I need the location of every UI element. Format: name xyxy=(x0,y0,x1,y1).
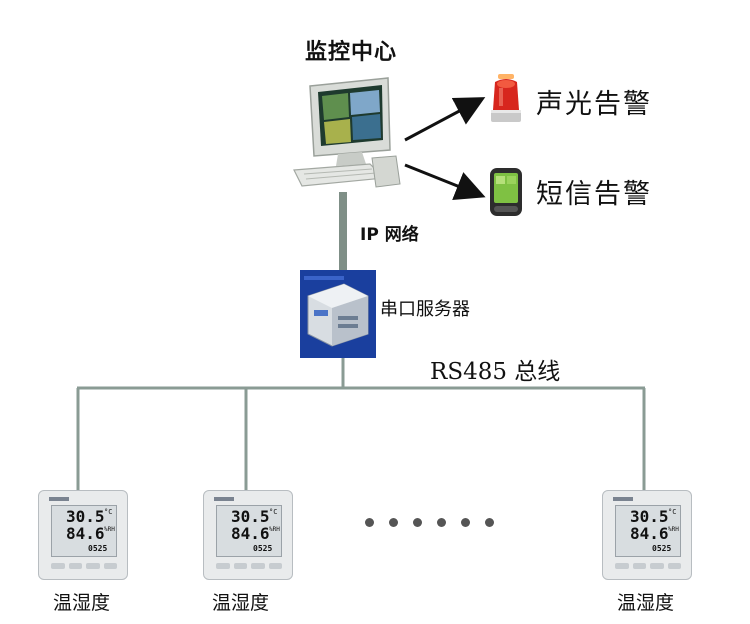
sensor-button[interactable] xyxy=(68,563,82,569)
temp-humidity-sensor-2: 30.5 °C 84.6 %RH 0525 xyxy=(203,490,293,580)
computer-icon xyxy=(288,72,408,192)
sensor-button[interactable] xyxy=(103,563,117,569)
sensor-label-2: 温湿度 xyxy=(212,592,270,614)
rs485-bus-label: RS485 总线 xyxy=(430,359,561,385)
sensor-button[interactable] xyxy=(615,563,629,569)
temperature-unit: °C xyxy=(668,508,677,516)
serial-server-label: 串口服务器 xyxy=(380,299,470,320)
temperature-unit: °C xyxy=(269,508,278,516)
date-value: 0525 xyxy=(88,544,108,553)
sensor-button[interactable] xyxy=(216,563,230,569)
warning-light-icon xyxy=(486,72,526,128)
ip-network-label: IP 网络 xyxy=(360,225,419,245)
sensor-button[interactable] xyxy=(268,563,282,569)
sensor-screen: 30.5 °C 84.6 %RH 0525 xyxy=(615,505,681,557)
monitor-center-title: 监控中心 xyxy=(305,40,398,65)
arrow-to-sms-alarm xyxy=(404,163,486,201)
temperature-unit: °C xyxy=(104,508,113,516)
sensor-button[interactable] xyxy=(51,563,65,569)
arrow-to-light-alarm xyxy=(404,97,486,142)
humidity-value: 84.6 xyxy=(630,524,669,543)
temperature-value: 30.5 xyxy=(66,507,105,526)
sensor-button[interactable] xyxy=(650,563,664,569)
ellipsis-dot xyxy=(413,518,422,527)
sensor-screen: 30.5 °C 84.6 %RH 0525 xyxy=(51,505,117,557)
temp-humidity-sensor-3: 30.5 °C 84.6 %RH 0525 xyxy=(602,490,692,580)
temp-humidity-sensor-1: 30.5 °C 84.6 %RH 0525 xyxy=(38,490,128,580)
humidity-value: 84.6 xyxy=(231,524,270,543)
ellipsis-dot xyxy=(389,518,398,527)
sensor-label-3: 温湿度 xyxy=(617,592,675,614)
ellipsis-dot xyxy=(437,518,446,527)
ellipsis-dot xyxy=(365,518,374,527)
sms-alarm-label: 短信告警 xyxy=(536,179,652,210)
sensor-button[interactable] xyxy=(632,563,646,569)
date-value: 0525 xyxy=(253,544,273,553)
humidity-unit: %RH xyxy=(668,526,679,533)
mobile-phone-icon xyxy=(488,166,524,218)
humidity-unit: %RH xyxy=(269,526,280,533)
sensor-label-1: 温湿度 xyxy=(53,592,111,614)
sensor-screen: 30.5 °C 84.6 %RH 0525 xyxy=(216,505,282,557)
humidity-unit: %RH xyxy=(104,526,115,533)
sensor-button[interactable] xyxy=(86,563,100,569)
serial-server-icon xyxy=(300,270,376,358)
humidity-value: 84.6 xyxy=(66,524,105,543)
sensor-button[interactable] xyxy=(251,563,265,569)
date-value: 0525 xyxy=(652,544,672,553)
sensor-button[interactable] xyxy=(233,563,247,569)
more-sensors-ellipsis xyxy=(365,518,494,527)
light-alarm-label: 声光告警 xyxy=(536,89,652,120)
ellipsis-dot xyxy=(461,518,470,527)
ellipsis-dot xyxy=(485,518,494,527)
temperature-value: 30.5 xyxy=(231,507,270,526)
sensor-button[interactable] xyxy=(667,563,681,569)
temperature-value: 30.5 xyxy=(630,507,669,526)
